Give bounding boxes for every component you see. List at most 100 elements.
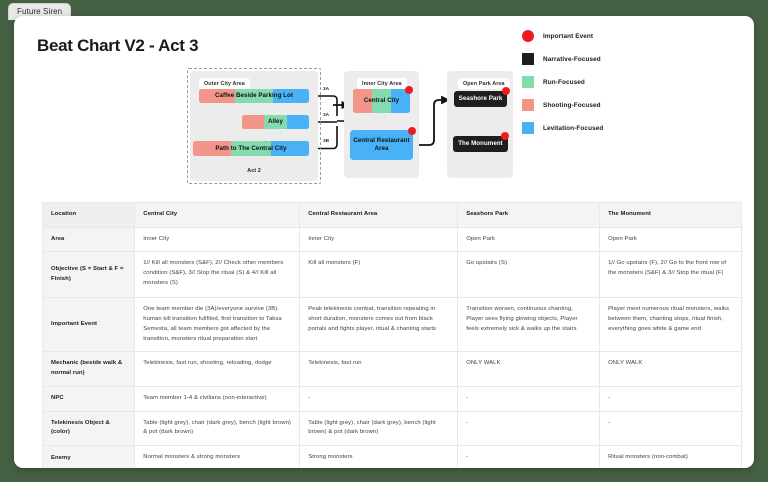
cell: Ritual monsters (non-combat) [599,445,742,468]
page-title: Beat Chart V2 - Act 3 [37,36,199,55]
segment-levitation [391,89,410,113]
legend-item-run-focused: Run-Focused [522,76,603,88]
legend-item-narrative-focused: Narrative-Focused [522,53,603,65]
table-row: Area Inner City Inner City Open Park Ope… [41,226,742,253]
segment-levitation [286,115,309,129]
legend-label: Narrative-Focused [543,55,601,63]
cell: - [599,385,742,412]
act2-label: Act 2 [247,168,261,174]
segment-shooting [193,141,232,156]
connector-label-2: 3A [323,113,330,118]
legend-item-levitation-focused: Levitation-Focused [522,122,603,134]
cell: Table (light grey), chair (dark grey), b… [134,410,301,447]
tab-label: Future Siren [17,7,63,16]
cell: Normal monsters & strong monsters [134,445,301,468]
cell: Telekinesis, fast run, shooting, reloadi… [134,351,301,387]
cell: Inner City [134,226,301,253]
segment-run [371,89,392,113]
node-path-to-the-central-city[interactable]: Path to The Central City [193,141,309,156]
group-label-outer-city-area: Outer City Area [199,78,250,90]
segment-shooting [199,89,236,103]
node-label: Seashore Park [458,95,503,103]
row-header-objective: Objective (S = Start & F = Finish) [41,251,136,299]
salmon-square-icon [522,99,534,111]
row-header-mechanic: Mechanic (beside walk & normal run) [41,351,136,387]
cell: Kill all monsters (F) [299,251,459,299]
row-header-npc: NPC [41,385,136,412]
legend-label: Levitation-Focused [543,124,604,132]
cell: - [457,385,601,412]
column-header-central-restaurant-area: Central Restaurant Area [299,202,459,228]
black-square-icon [522,53,534,65]
cell: Open Park [599,226,742,253]
legend-item-important-event: Important Event [522,30,603,42]
legend-item-shooting-focused: Shooting-Focused [522,99,603,111]
table-header-row: Location Central City Central Restaurant… [41,202,742,228]
cell: 1// Kill all monsters (S&F), 2// Check o… [134,251,301,299]
legend-label: Shooting-Focused [543,101,601,109]
table-row: Important Event One team member die (3A)… [41,297,742,353]
node-label: Central City [363,97,400,105]
segment-run [264,115,287,129]
cell: One team member die (3A)/everyone surviv… [134,297,301,353]
cell: - [457,445,601,468]
blue-square-icon [522,122,534,134]
node-seashore-park[interactable]: Seashore Park [454,91,507,107]
group-label-open-park-area: Open Park Area [458,78,510,90]
column-header-location: Location [41,202,136,228]
important-event-dot-the-monument [501,132,509,140]
cell: Team member 1-4 & civilians (non-interac… [134,385,301,412]
row-header-area: Area [41,226,136,253]
connector-label-1: 3A [323,87,330,92]
cell: Strong monsters [299,445,459,468]
cell: - [599,410,742,447]
cell: Peak telekinesis combat, transition repe… [299,297,459,353]
table-row: Mechanic (beside walk & normal run) Tele… [41,351,742,387]
important-event-dot-central-restaurant-area [408,127,416,135]
beat-chart-table-wrapper: Location Central City Central Restaurant… [41,202,742,468]
legend: Important Event Narrative-Focused Run-Fo… [522,30,603,134]
important-event-dot-seashore-park [502,87,510,95]
cell: ONLY WALK [599,351,742,387]
row-header-enemy: Enemy [41,445,136,468]
beat-chart-diagram: Outer City Area Inner City Area Open Par… [37,64,731,189]
node-label: Caffee Beside Parking Lot [215,92,293,100]
node-alley[interactable]: Alley [242,115,309,129]
red-circle-icon [522,30,534,42]
segment-shooting [242,115,265,129]
column-header-seashore-park: Seashore Park [457,202,601,228]
act2-frame [187,68,321,184]
segment-levitation [270,141,309,156]
node-central-restaurant-area[interactable]: Central Restaurant Area [350,130,413,160]
green-square-icon [522,76,534,88]
node-label: Alley [267,118,284,126]
segment-run [231,141,271,156]
cell: Telekinesis, fast run [299,351,459,387]
beat-chart-table: Location Central City Central Restaurant… [41,202,742,468]
cell: Player meet numerous ritual monsters, wa… [599,297,742,353]
table-row: Enemy Normal monsters & strong monsters … [41,445,742,468]
cell: Go upstairs (S) [457,251,601,299]
cell: - [299,385,459,412]
cell: 1// Go upstairs (F), 2// Go to the front… [599,251,742,299]
node-central-city[interactable]: Central City [353,89,410,113]
browser-tab-future-siren[interactable]: Future Siren [8,3,72,20]
row-header-telekinesis-object: Telekinesis Object & (color) [41,410,136,447]
table-row: NPC Team member 1-4 & civilians (non-int… [41,385,742,412]
node-label: Path to The Central City [215,144,287,152]
table-row: Telekinesis Object & (color) Table (ligh… [41,410,742,447]
node-the-monument[interactable]: The Monument [453,136,508,152]
table-row: Objective (S = Start & F = Finish) 1// K… [41,251,742,299]
cell: Transition worsen, continuous chanting, … [457,297,601,353]
cell: Open Park [457,226,601,253]
column-header-the-monument: The Monument [599,202,742,228]
segment-levitation [272,89,309,103]
cell: ONLY WALK [457,351,601,387]
node-label: The Monument [458,140,503,148]
node-label: Central Restaurant Area [353,137,410,152]
connector-label-3: 3B [323,139,330,144]
cell: Table (light grey), chair (dark grey), b… [299,410,459,447]
important-event-dot-central-city [405,86,413,94]
cell: Inner City [299,226,459,253]
node-caffee-beside-parking-lot[interactable]: Caffee Beside Parking Lot [199,89,309,103]
